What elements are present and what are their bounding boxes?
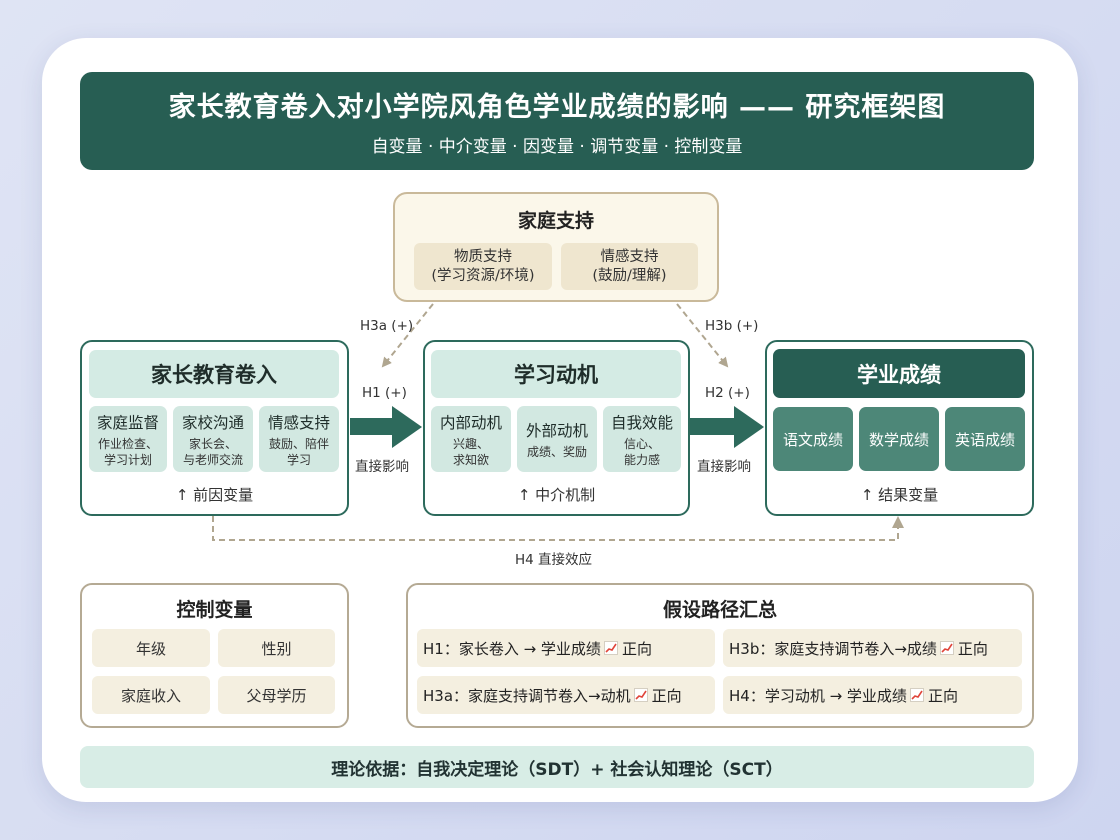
header-banner: 家长教育卷入对小学院风角色学业成绩的影响 —— 研究框架图 自变量 · 中介变量… (80, 72, 1034, 170)
hypothesis-text: H3b：家庭支持调节卷入→成绩 (729, 639, 937, 658)
moderator-item-label: 情感支持 (600, 248, 659, 265)
hypothesis-h1: H1：家长卷入 → 学业成绩 正向 (417, 629, 715, 667)
controls-title: 控制变量 (176, 598, 253, 621)
dv-item-math: 数学成绩 (859, 407, 939, 471)
dv-item-english: 英语成绩 (945, 407, 1025, 471)
iv-item-name: 家校沟通 (181, 413, 244, 432)
independent-title: 家长教育卷入 (89, 350, 339, 398)
h3a-dashed-arrow (381, 303, 434, 368)
mediator-footer: ↑ 中介机制 (517, 485, 596, 504)
hypothesis-text: H4：学习动机 → 学业成绩 (729, 686, 907, 705)
iv-item-desc: 学习计划 (103, 452, 152, 467)
iv-item-communication: 家校沟通 家长会、 与老师交流 (173, 406, 253, 472)
hypotheses-title: 假设路径汇总 (662, 598, 777, 621)
iv-item-desc: 与老师交流 (182, 452, 243, 467)
dv-item-chinese: 语文成绩 (773, 407, 853, 471)
moderator-item-emotional: 情感支持 (鼓励/理解) (561, 243, 698, 290)
dependent-footer: ↑ 结果变量 (860, 485, 939, 504)
chart-increasing-icon (939, 641, 954, 655)
iv-item-desc: 鼓励、陪伴 (268, 436, 329, 451)
independent-footer: ↑ 前因变量 (175, 485, 254, 504)
hypothesis-direction: 正向 (621, 639, 652, 658)
hypothesis-direction: 正向 (957, 639, 988, 658)
mv-item-name: 内部动机 (439, 413, 502, 432)
chart-increasing-icon (603, 641, 618, 655)
hypothesis-text: H1：家长卷入 → 学业成绩 (423, 639, 601, 658)
mv-item-extrinsic: 外部动机 成绩、奖励 (517, 406, 597, 472)
iv-item-name: 家庭监督 (96, 413, 159, 432)
mv-item-desc: 信心、 (623, 436, 660, 451)
chart-increasing-icon (909, 688, 924, 702)
mv-item-desc: 求知欲 (452, 452, 489, 467)
hypothesis-direction: 正向 (651, 686, 682, 705)
mv-item-desc: 能力感 (623, 452, 660, 467)
hypothesis-h3b: H3b：家庭支持调节卷入→成绩 正向 (723, 629, 1022, 667)
hypothesis-h4: H4：学习动机 → 学业成绩 正向 (723, 676, 1022, 714)
theory-footer: 理论依据：自我决定理论（SDT）+ 社会认知理论（SCT） (80, 746, 1034, 788)
dependent-title: 学业成绩 (773, 349, 1025, 398)
mv-item-intrinsic: 内部动机 兴趣、 求知欲 (431, 406, 511, 472)
mv-item-desc: 成绩、奖励 (526, 444, 587, 459)
hypothesis-text: H3a：家庭支持调节卷入→动机 (423, 686, 631, 705)
control-item-grade: 年级 (92, 629, 210, 667)
mediator-title: 学习动机 (431, 350, 681, 398)
hypothesis-h3a: H3a：家庭支持调节卷入→动机 正向 (417, 676, 715, 714)
h2-arrow (690, 406, 764, 448)
h4-dashed-path (212, 516, 899, 541)
mv-item-name: 自我效能 (610, 413, 673, 432)
control-item-gender: 性别 (218, 629, 335, 667)
moderator-item-material: 物质支持 (学习资源/环境) (414, 243, 552, 290)
h3b-label: H3b (+) (705, 318, 759, 334)
page-title: 家长教育卷入对小学院风角色学业成绩的影响 —— 研究框架图 (168, 92, 946, 123)
control-item-parent-education: 父母学历 (218, 676, 335, 714)
moderator-item-desc: (学习资源/环境) (431, 267, 535, 284)
h3b-dashed-arrow (676, 303, 729, 368)
iv-item-supervision: 家庭监督 作业检查、 学习计划 (89, 406, 167, 472)
iv-item-desc: 家长会、 (188, 436, 237, 451)
direct-effect-label-1: 直接影响 (355, 459, 409, 475)
hypothesis-direction: 正向 (927, 686, 958, 705)
control-item-income: 家庭收入 (92, 676, 210, 714)
mv-item-name: 外部动机 (525, 421, 588, 440)
h2-label: H2 (+) (705, 385, 750, 401)
moderator-item-label: 物质支持 (454, 248, 512, 265)
iv-item-desc: 作业检查、 (97, 436, 158, 451)
iv-item-name: 情感支持 (267, 413, 330, 432)
h3a-label: H3a (+) (360, 318, 414, 334)
h4-arrowhead (892, 516, 904, 528)
mv-item-desc: 兴趣、 (452, 436, 489, 451)
h1-arrow (350, 406, 422, 448)
h1-label: H1 (+) (362, 385, 407, 401)
page-subtitle: 自变量 · 中介变量 · 因变量 · 调节变量 · 控制变量 (371, 137, 743, 157)
direct-effect-label-2: 直接影响 (697, 459, 751, 475)
iv-item-desc: 学习 (286, 452, 311, 467)
moderator-item-desc: (鼓励/理解) (592, 267, 667, 284)
chart-increasing-icon (633, 688, 648, 702)
moderator-title: 家庭支持 (517, 210, 594, 232)
iv-item-emotional: 情感支持 鼓励、陪伴 学习 (259, 406, 339, 472)
h4-label: H4 直接效应 (515, 552, 593, 568)
mv-item-self-efficacy: 自我效能 信心、 能力感 (603, 406, 681, 472)
